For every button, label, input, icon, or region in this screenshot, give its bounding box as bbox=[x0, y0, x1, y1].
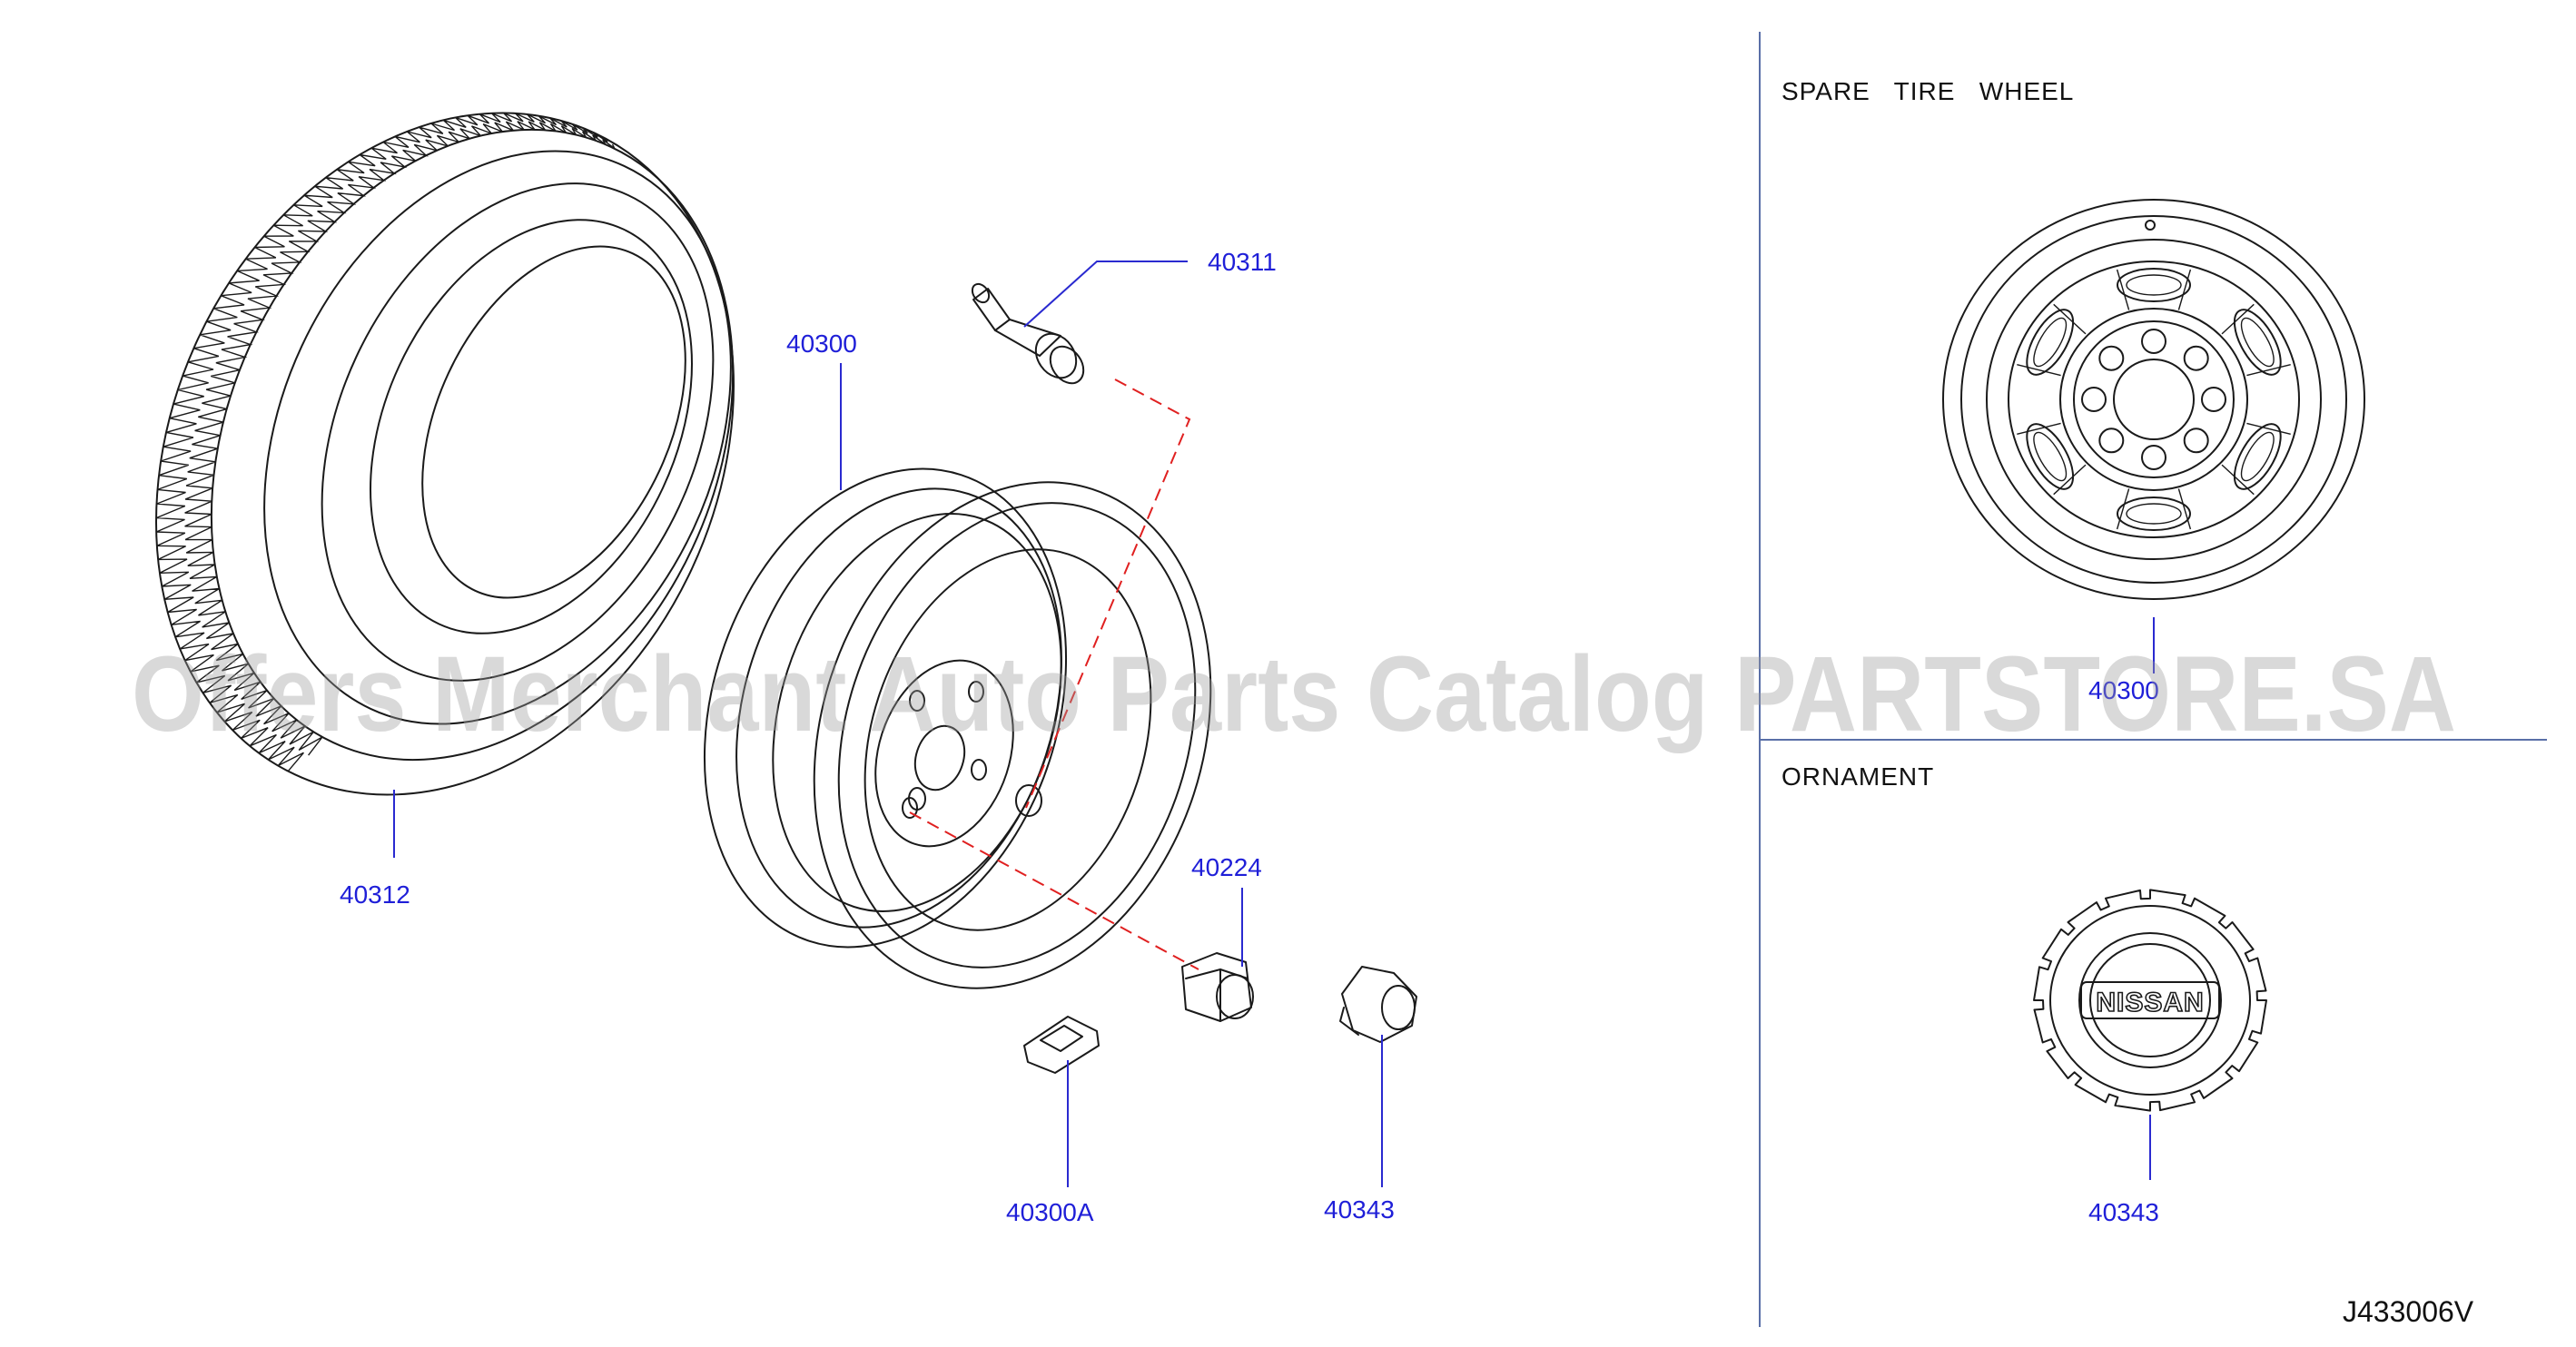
nut-guide-line bbox=[909, 811, 1199, 970]
ornament-cap-drawing[interactable]: NISSAN bbox=[2033, 889, 2267, 1112]
spare-wheel-drawing[interactable] bbox=[1942, 199, 2365, 600]
section-title-spare-tire-wheel: SPARE TIRE WHEEL bbox=[1781, 77, 2074, 105]
spare-wheel-bolt-holes bbox=[2081, 329, 2226, 470]
part-label-balance-weight[interactable]: 40300A bbox=[1006, 1198, 1094, 1226]
valve-guide-line bbox=[1025, 379, 1191, 809]
part-label-valve[interactable]: 40311 bbox=[1208, 248, 1277, 276]
leader-40311 bbox=[1023, 261, 1188, 328]
part-label-ornament-cap[interactable]: 40343 bbox=[2088, 1198, 2159, 1226]
part-label-spare-wheel[interactable]: 40300 bbox=[2088, 676, 2159, 704]
wheel-drawing[interactable] bbox=[646, 422, 1274, 1040]
tire-drawing[interactable] bbox=[48, 18, 841, 890]
wheel-nut-drawing[interactable] bbox=[1181, 952, 1254, 1022]
part-label-center-cap[interactable]: 40343 bbox=[1324, 1195, 1395, 1224]
spare-wheel-slots bbox=[2017, 268, 2291, 531]
part-label-tire[interactable]: 40312 bbox=[340, 880, 410, 909]
part-label-nut[interactable]: 40224 bbox=[1191, 853, 1262, 881]
valve-stem-drawing[interactable] bbox=[969, 280, 1091, 389]
ornament-logo-text: NISSAN bbox=[2096, 988, 2204, 1018]
balance-weight-drawing[interactable] bbox=[1023, 1016, 1100, 1074]
center-cap-drawing[interactable] bbox=[1339, 966, 1417, 1043]
tire-tread-pattern bbox=[155, 112, 616, 772]
watermark-text: Offers Merchant Auto Parts Catalog PARTS… bbox=[132, 634, 2456, 754]
diagram-code: J433006V bbox=[2343, 1295, 2474, 1328]
section-title-ornament: ORNAMENT bbox=[1781, 762, 1934, 791]
part-label-wheel[interactable]: 40300 bbox=[786, 329, 857, 358]
